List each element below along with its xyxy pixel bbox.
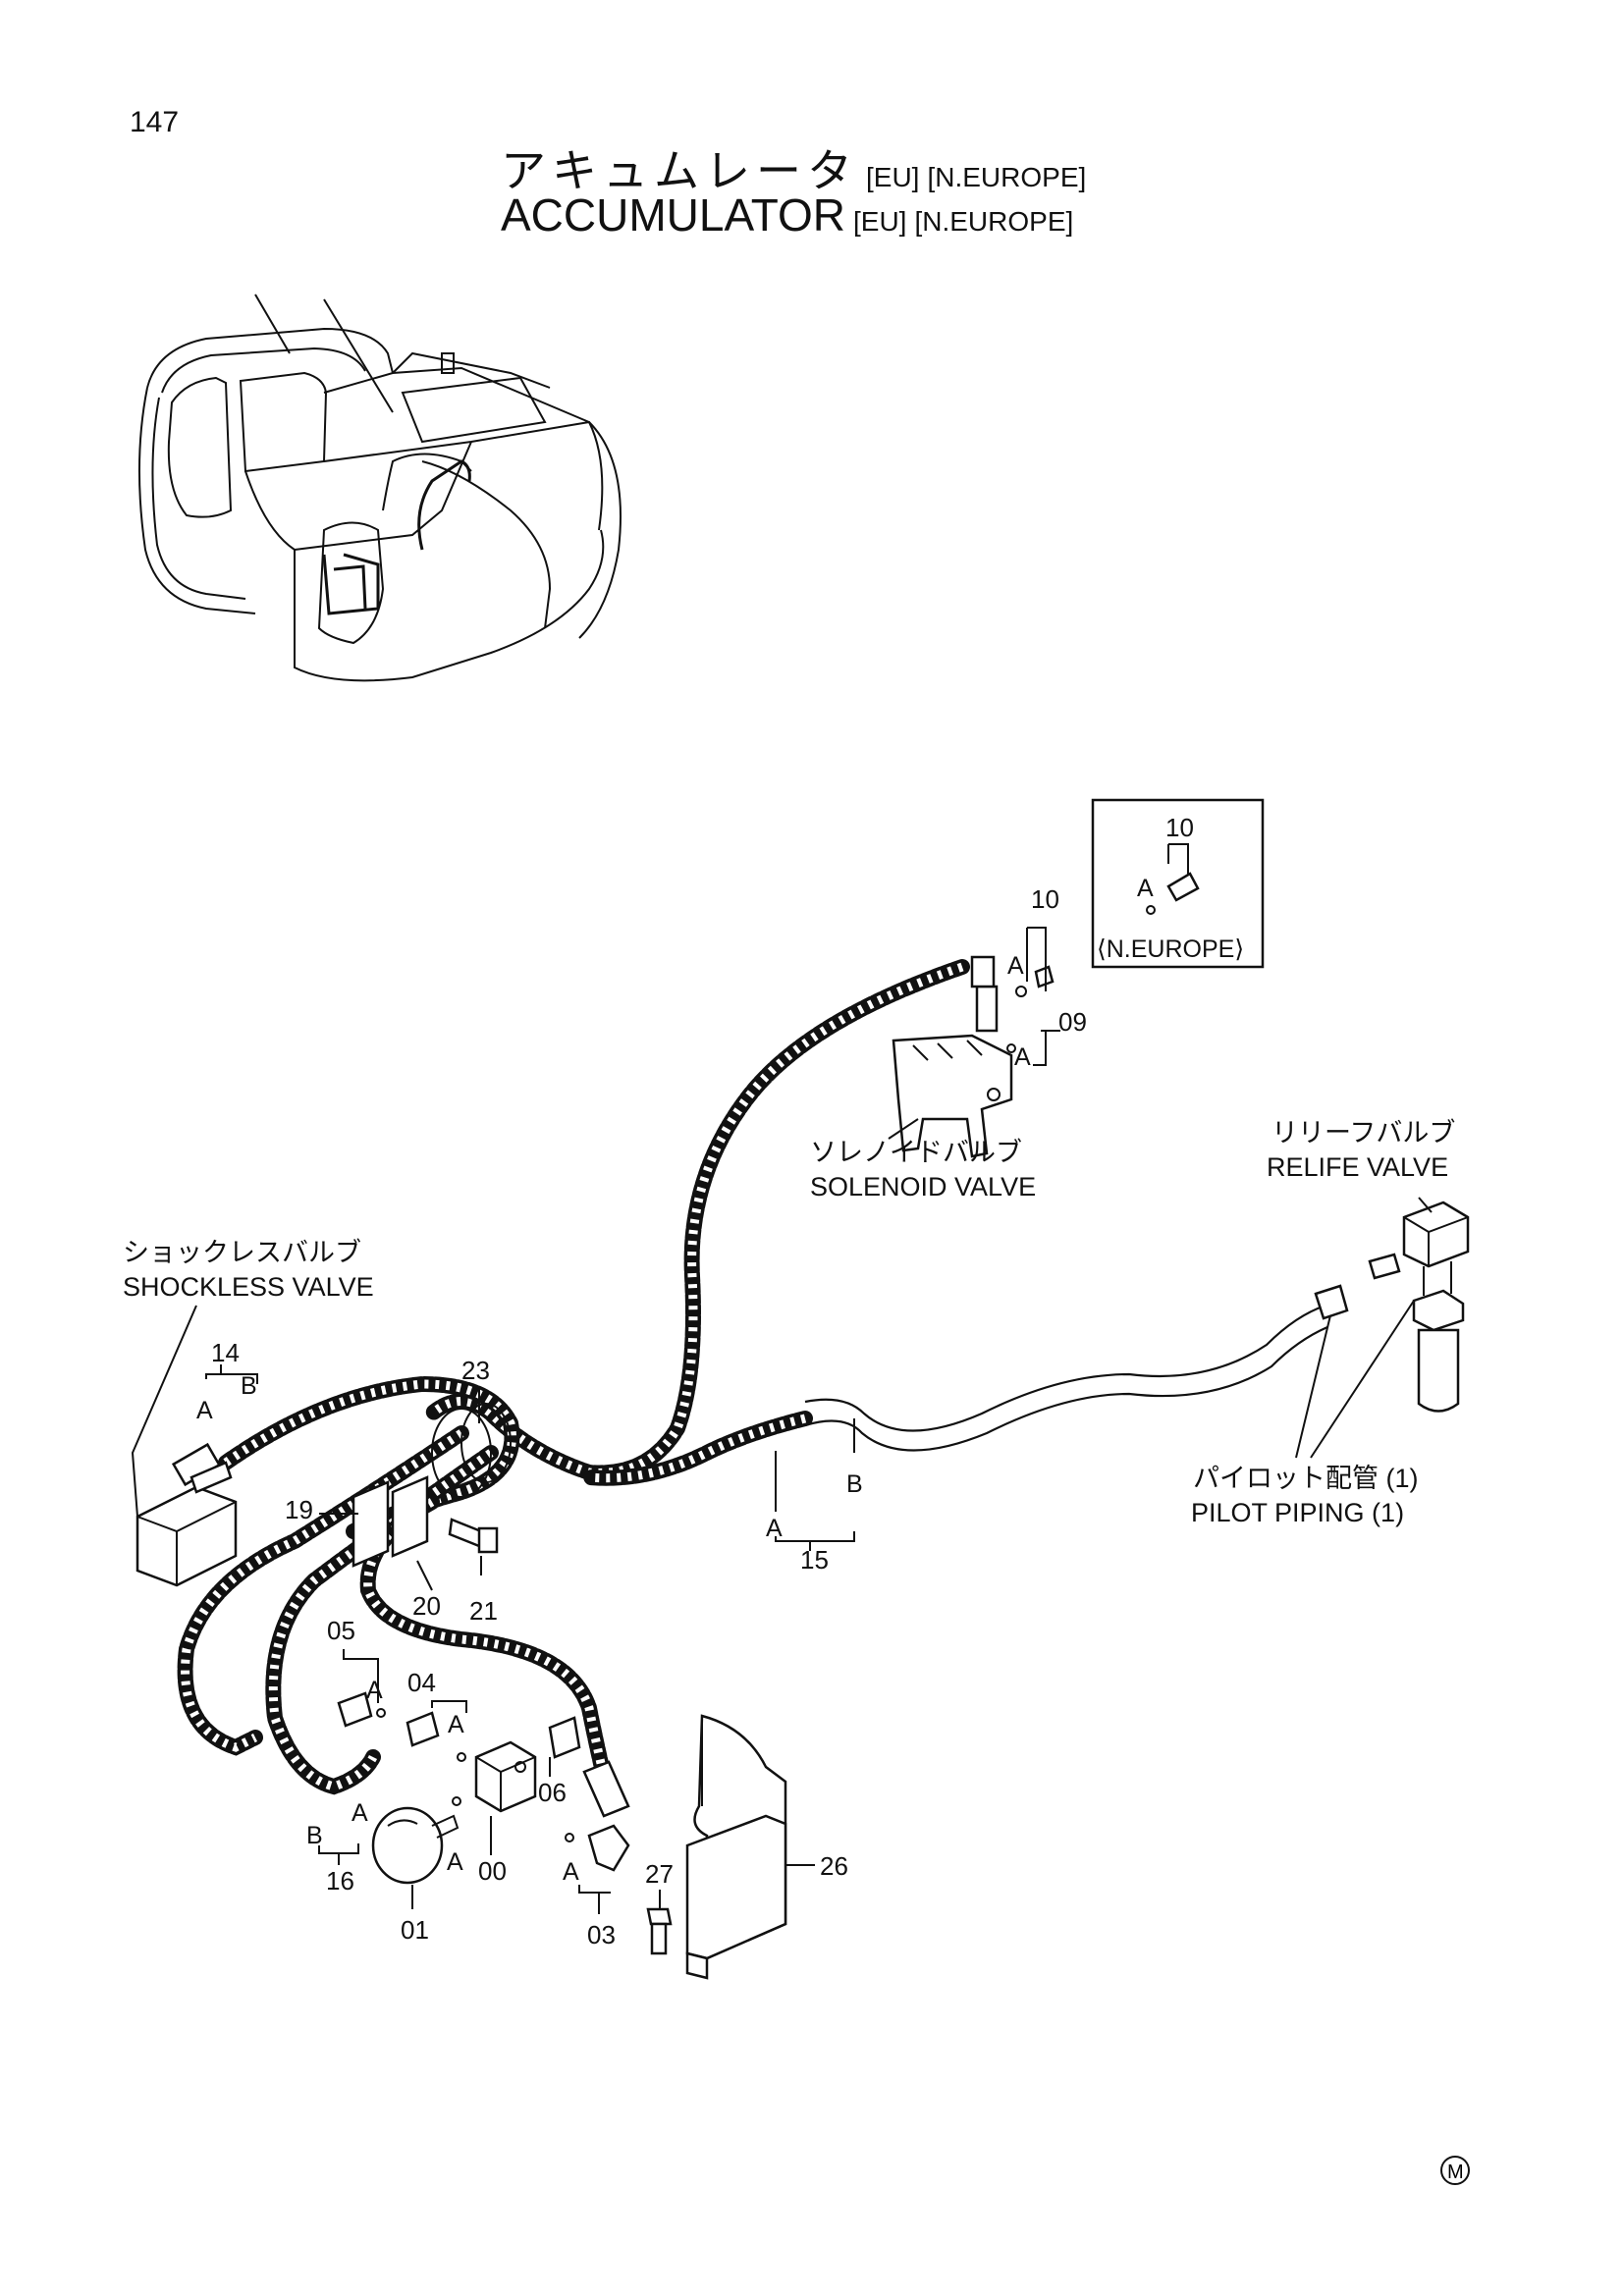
part-23-label: 23 <box>461 1356 490 1385</box>
ref-b-16: B <box>306 1822 323 1849</box>
part-09-label: 09 <box>1058 1007 1087 1037</box>
inset-ref-label: A <box>1137 875 1154 902</box>
part-14-label: 14 <box>211 1338 240 1367</box>
hose-bundle <box>177 959 970 1804</box>
title-en-tag-eu: [EU] <box>853 206 907 237</box>
part-27-label: 27 <box>645 1859 674 1889</box>
pilot-pipe <box>804 1304 1328 1452</box>
shockless-valve-label-en: SHOCKLESS VALVE <box>123 1272 374 1302</box>
page-title-english: ACCUMULATOR [EU][N.EUROPE] <box>501 188 1073 241</box>
title-en-tag-region: [N.EUROPE] <box>914 206 1074 237</box>
solenoid-valve-label-en: SOLENOID VALVE <box>810 1172 1036 1201</box>
title-jp-text: アキュムレータ <box>501 145 858 196</box>
excavator-overview-icon <box>137 294 622 682</box>
n-europe-inset: 10 A ⟨N.EUROPE⟩ <box>1091 798 1265 969</box>
title-jp-tag-eu: [EU] <box>866 162 920 192</box>
page-number: 147 <box>130 106 180 138</box>
ref-b-15: B <box>846 1470 863 1498</box>
ref-a-01: A <box>447 1848 463 1876</box>
title-en-text: ACCUMULATOR <box>501 189 845 240</box>
ref-a-16: A <box>352 1799 368 1827</box>
title-jp-tag-region: [N.EUROPE] <box>927 162 1087 192</box>
part-26-label: 26 <box>820 1851 848 1881</box>
page-title-japanese: アキュムレータ [EU][N.EUROPE] <box>501 135 1086 200</box>
ref-a-04: A <box>448 1711 464 1738</box>
part-19-label: 19 <box>285 1495 313 1524</box>
relife-valve-label-jp: リリーフバルブ <box>1271 1118 1455 1148</box>
ref-a-05: A <box>366 1677 383 1704</box>
part-04-label: 04 <box>407 1668 436 1697</box>
part-21-label: 21 <box>469 1596 498 1626</box>
ref-b-14: B <box>241 1372 257 1400</box>
leader-lines <box>131 927 1433 1914</box>
bolt-icon <box>448 1518 499 1554</box>
relief-valve-icon <box>1314 1201 1470 1413</box>
footer-mark: M <box>1440 2156 1470 2185</box>
ref-a-09: A <box>1014 1043 1031 1071</box>
manifold-block-icon <box>474 1740 537 1813</box>
inset-part-label: 10 <box>1165 813 1194 842</box>
part-03-label: 03 <box>587 1920 616 1949</box>
shockless-valve-label-jp: ショックレスバルブ <box>123 1238 361 1267</box>
ref-a-10: A <box>1007 952 1024 980</box>
fittings-group <box>189 1461 630 1872</box>
ref-a-03: A <box>563 1858 579 1886</box>
pilot-piping-label-en: PILOT PIPING (1) <box>1191 1498 1404 1527</box>
part-01-label: 01 <box>401 1915 429 1945</box>
solenoid-valve-icon <box>892 955 1055 1158</box>
ref-a-14: A <box>196 1397 213 1424</box>
footer-mark-letter: M <box>1447 2162 1464 2183</box>
clamp-assembly-icon <box>352 1403 512 1568</box>
accumulator-sphere-icon <box>371 1806 460 1885</box>
ref-a-15: A <box>766 1515 783 1542</box>
part-20-label: 20 <box>412 1591 441 1621</box>
pilot-piping-label-jp: パイロット配管 (1) <box>1193 1464 1419 1493</box>
solenoid-valve-label-jp: ソレノイドバルブ <box>810 1138 1022 1167</box>
part-05-label: 05 <box>327 1616 355 1645</box>
relife-valve-label-en: RELIFE VALVE <box>1267 1152 1448 1182</box>
inset-region-label: ⟨N.EUROPE⟩ <box>1097 935 1244 963</box>
bracket-plate-icon <box>685 1714 787 1980</box>
part-00-label: 00 <box>478 1856 507 1886</box>
part-06-label: 06 <box>538 1778 567 1807</box>
bolt-27-icon <box>646 1907 673 1955</box>
part-15-label: 15 <box>800 1545 829 1575</box>
part-10-label: 10 <box>1031 884 1059 914</box>
part-16-label: 16 <box>326 1866 354 1896</box>
